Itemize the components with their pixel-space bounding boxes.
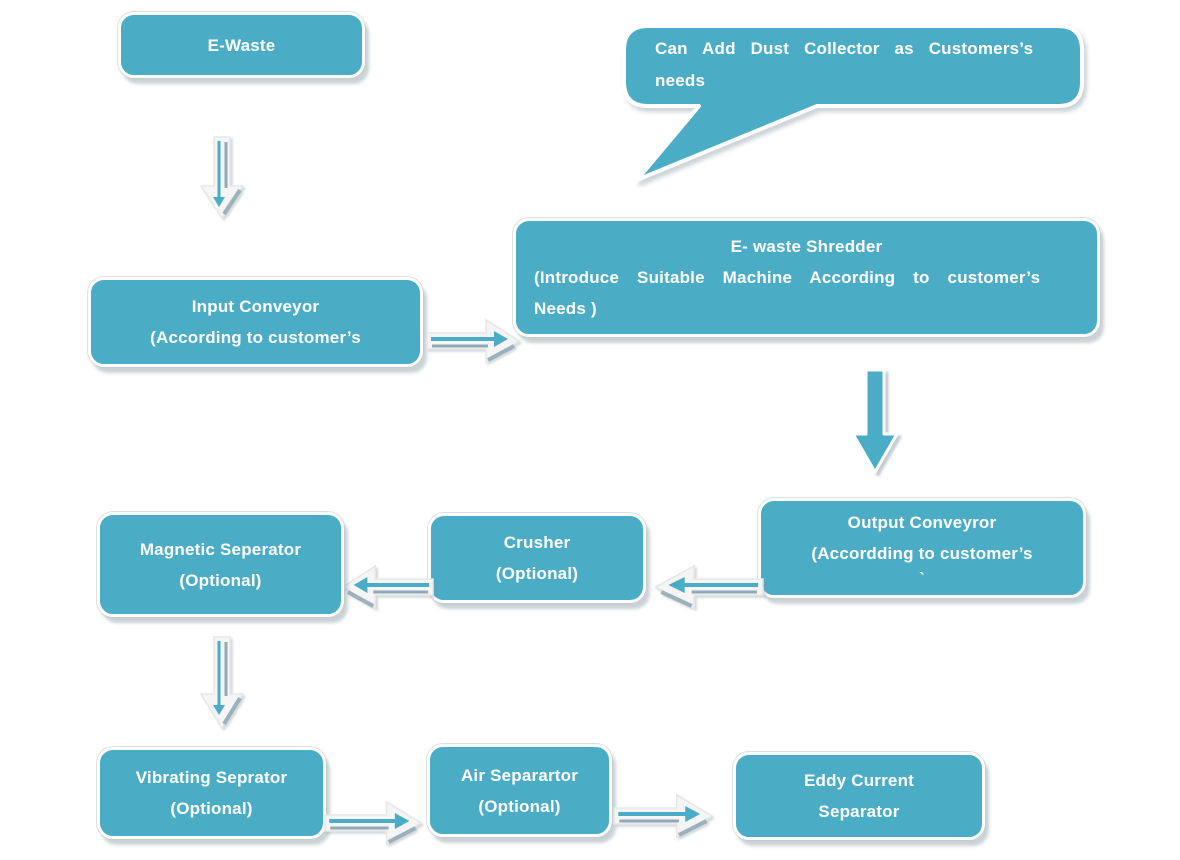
- node-output-conveyor: Output Conveyror (Accordding to customer…: [758, 498, 1086, 598]
- node-e-waste: E-Waste: [118, 12, 365, 78]
- node-air-separator: Air Separartor (Optional): [427, 744, 612, 837]
- node-label: (Optional): [170, 799, 253, 818]
- arrow-right-icon: [324, 800, 423, 846]
- arrow-left-icon: [653, 564, 764, 610]
- node-label: Output Conveyror: [847, 513, 997, 532]
- speech-bubble-shape: [622, 24, 1084, 182]
- node-label: (Accordding to customer’s: [811, 544, 1033, 563]
- node-callout: Can Add Dust Collector as Customers’s ne…: [655, 33, 1070, 97]
- node-label: needs: [655, 71, 706, 90]
- node-input-conveyor: Input Conveyor (According to customer’s: [88, 277, 423, 367]
- node-label: E- waste Shredder: [730, 237, 883, 256]
- node-label: `: [919, 569, 925, 588]
- node-label: Crusher: [503, 533, 571, 552]
- node-label: (Optional): [478, 796, 561, 816]
- node-eddy-current-separator: Eddy Current Separator: [733, 752, 985, 840]
- node-label: (Optional): [179, 570, 262, 590]
- node-label: Separator: [818, 802, 900, 821]
- node-label: (Introduce Suitable Machine According to…: [534, 268, 1041, 287]
- node-label: Magnetic Seperator: [139, 539, 302, 559]
- arrow-right-icon: [426, 318, 521, 364]
- arrow-down-icon: [851, 368, 899, 474]
- arrow-down-icon: [199, 136, 245, 220]
- node-label: (According to customer’s: [150, 328, 361, 347]
- arrow-left-icon: [341, 564, 434, 610]
- arrow-right-icon: [613, 793, 714, 839]
- node-label: Vibrating Seprator: [135, 768, 288, 787]
- node-vibrating-separator: Vibrating Seprator (Optional): [97, 747, 326, 839]
- node-label: Input Conveyor: [191, 297, 320, 316]
- node-label: Air Separartor: [460, 765, 579, 785]
- node-magnetic-separator: Magnetic Seperator (Optional): [97, 512, 344, 617]
- node-e-waste-shredder: E- waste Shredder (Introduce Suitable Ma…: [513, 218, 1100, 337]
- node-label: Eddy Current: [803, 771, 915, 790]
- node-label: E-Waste: [207, 35, 276, 55]
- arrow-down-icon: [199, 636, 245, 730]
- node-label: Can Add Dust Collector as Customers’s: [655, 39, 1034, 58]
- speech-bubble-path: [622, 24, 1084, 182]
- node-crusher: Crusher (Optional): [428, 513, 646, 603]
- node-label: (Optional): [495, 564, 579, 583]
- node-label: Needs ): [534, 299, 597, 318]
